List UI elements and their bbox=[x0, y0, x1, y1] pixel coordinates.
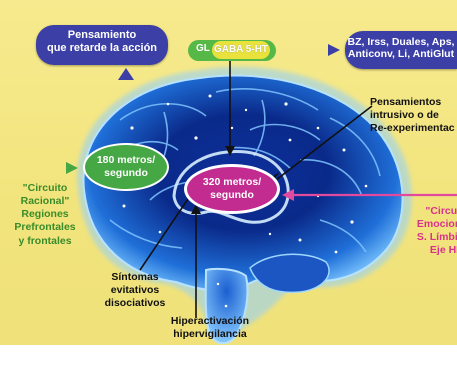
action-thought-line1: Pensamiento bbox=[36, 29, 168, 42]
intrusive-thoughts-label: Pensamientos intrusivo o de Re-experimen… bbox=[370, 96, 457, 135]
glutamate-label: GL bbox=[196, 43, 210, 54]
pointer-top-left bbox=[118, 68, 134, 80]
medication-box: BZ, Irss, Duales, Aps, Anticonv, Li, Ant… bbox=[345, 31, 457, 69]
pointer-rational bbox=[66, 162, 78, 174]
gaba-serotonin-pill: GABA 5-HT bbox=[212, 41, 270, 59]
pointer-top-right bbox=[328, 44, 340, 56]
hyperactivation-label: Hiperactivación hipervigilancia bbox=[150, 315, 270, 341]
emotional-speed-line1: 320 metros/ bbox=[203, 176, 261, 189]
action-thought-line2: que retarde la acción bbox=[36, 42, 168, 55]
rational-circuit-label: "Circuito Racional" Regiones Prefrontale… bbox=[4, 182, 86, 248]
rational-speed-line2: segundo bbox=[97, 167, 155, 180]
rational-speed-line1: 180 metros/ bbox=[97, 154, 155, 167]
medication-line2: Anticonv, Li, AntiGlut bbox=[345, 48, 457, 60]
rational-speed-bubble: 180 metros/ segundo bbox=[83, 143, 169, 191]
emotional-speed-bubble: 320 metros/ segundo bbox=[184, 164, 280, 214]
medication-line1: BZ, Irss, Duales, Aps, bbox=[345, 36, 457, 48]
action-thought-box: Pensamiento que retarde la acción bbox=[36, 25, 168, 65]
emotional-circuit-label: "Circuito Emocional S. Límbico Eje HPA bbox=[390, 205, 457, 258]
avoidant-symptoms-label: Síntomas evitativos disociativos bbox=[96, 271, 174, 310]
emotional-speed-line2: segundo bbox=[203, 189, 261, 202]
